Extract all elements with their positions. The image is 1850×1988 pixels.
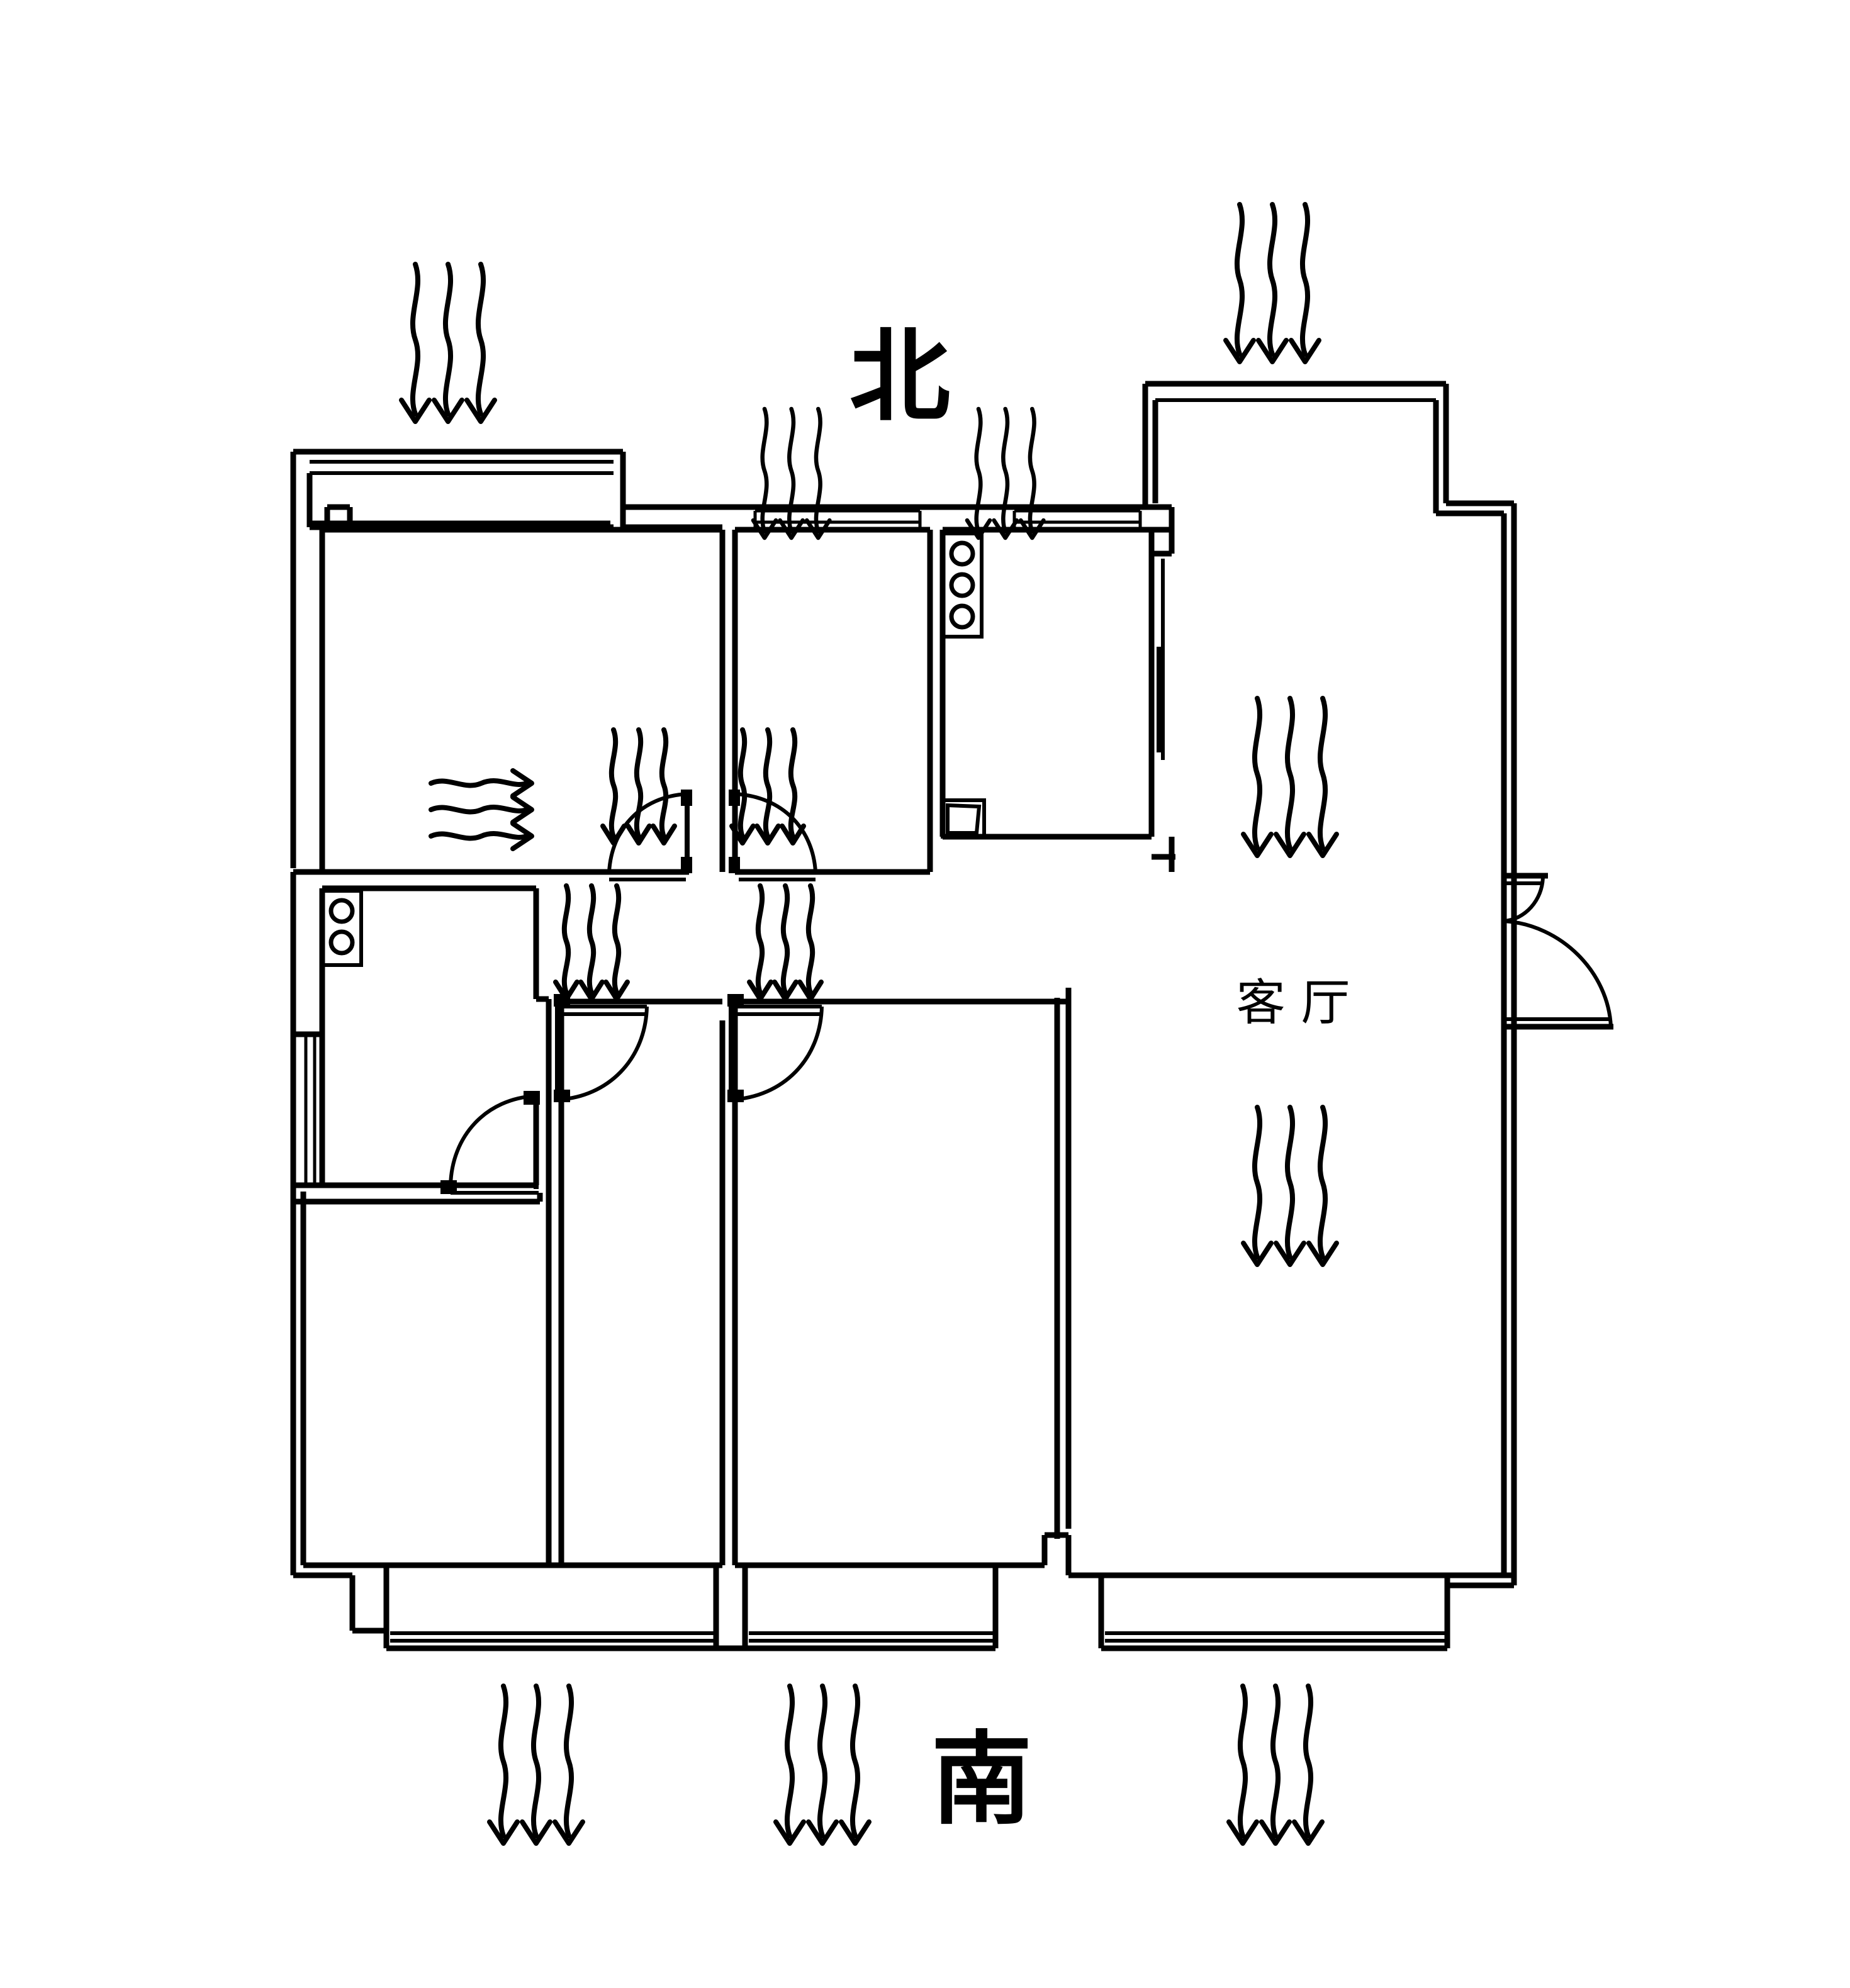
- window-bathroom-west: [293, 1031, 322, 1185]
- flow-ne-exterior-icon: [1226, 204, 1319, 362]
- room-south-east-block: [780, 998, 1517, 1651]
- flow-s-center-icon: [776, 1686, 869, 1843]
- flow-living-upper-icon: [1243, 698, 1337, 856]
- flow-living-lower-icon: [1243, 1107, 1337, 1265]
- room-bedroom-south-west: [290, 1095, 722, 1651]
- north-label: 北: [849, 318, 950, 435]
- room-bedroom-south-center: [558, 998, 1045, 1651]
- south-label: 南: [931, 1721, 1032, 1838]
- flow-door-nc-icon: [732, 730, 804, 843]
- door-bedroom-sw[interactable]: [554, 994, 649, 1102]
- door-bedroom-nw[interactable]: [607, 790, 692, 881]
- room-kitchen: [939, 509, 1155, 840]
- door-entry[interactable]: [1501, 873, 1613, 1030]
- stove-burners-icon: [941, 532, 984, 639]
- north-wall-center: [623, 504, 1172, 530]
- flow-door-nw-icon: [603, 730, 675, 843]
- door-bathroom[interactable]: [440, 1091, 540, 1195]
- flow-nw-exterior-icon: [401, 264, 495, 422]
- flow-bedroom-nw-horizontal-icon: [431, 771, 532, 849]
- living-room-label: 客 厅: [1236, 975, 1350, 1032]
- door-kitchen-sliding[interactable]: [1148, 507, 1175, 837]
- kitchen-sink-icon: [941, 798, 986, 839]
- flow-door-sc-icon: [749, 886, 821, 999]
- flow-n-center-left-icon: [753, 409, 829, 538]
- flow-n-center-right-icon: [967, 409, 1043, 538]
- flow-s-west-icon: [490, 1686, 583, 1843]
- bathroom-fixtures-icon: [320, 889, 363, 967]
- flow-door-sw-icon: [556, 886, 627, 999]
- flow-s-east-icon: [1229, 1686, 1322, 1843]
- room-bathroom: [290, 869, 552, 1188]
- nw-balcony-structure: [290, 449, 626, 868]
- door-bedroom-sc[interactable]: [727, 994, 824, 1102]
